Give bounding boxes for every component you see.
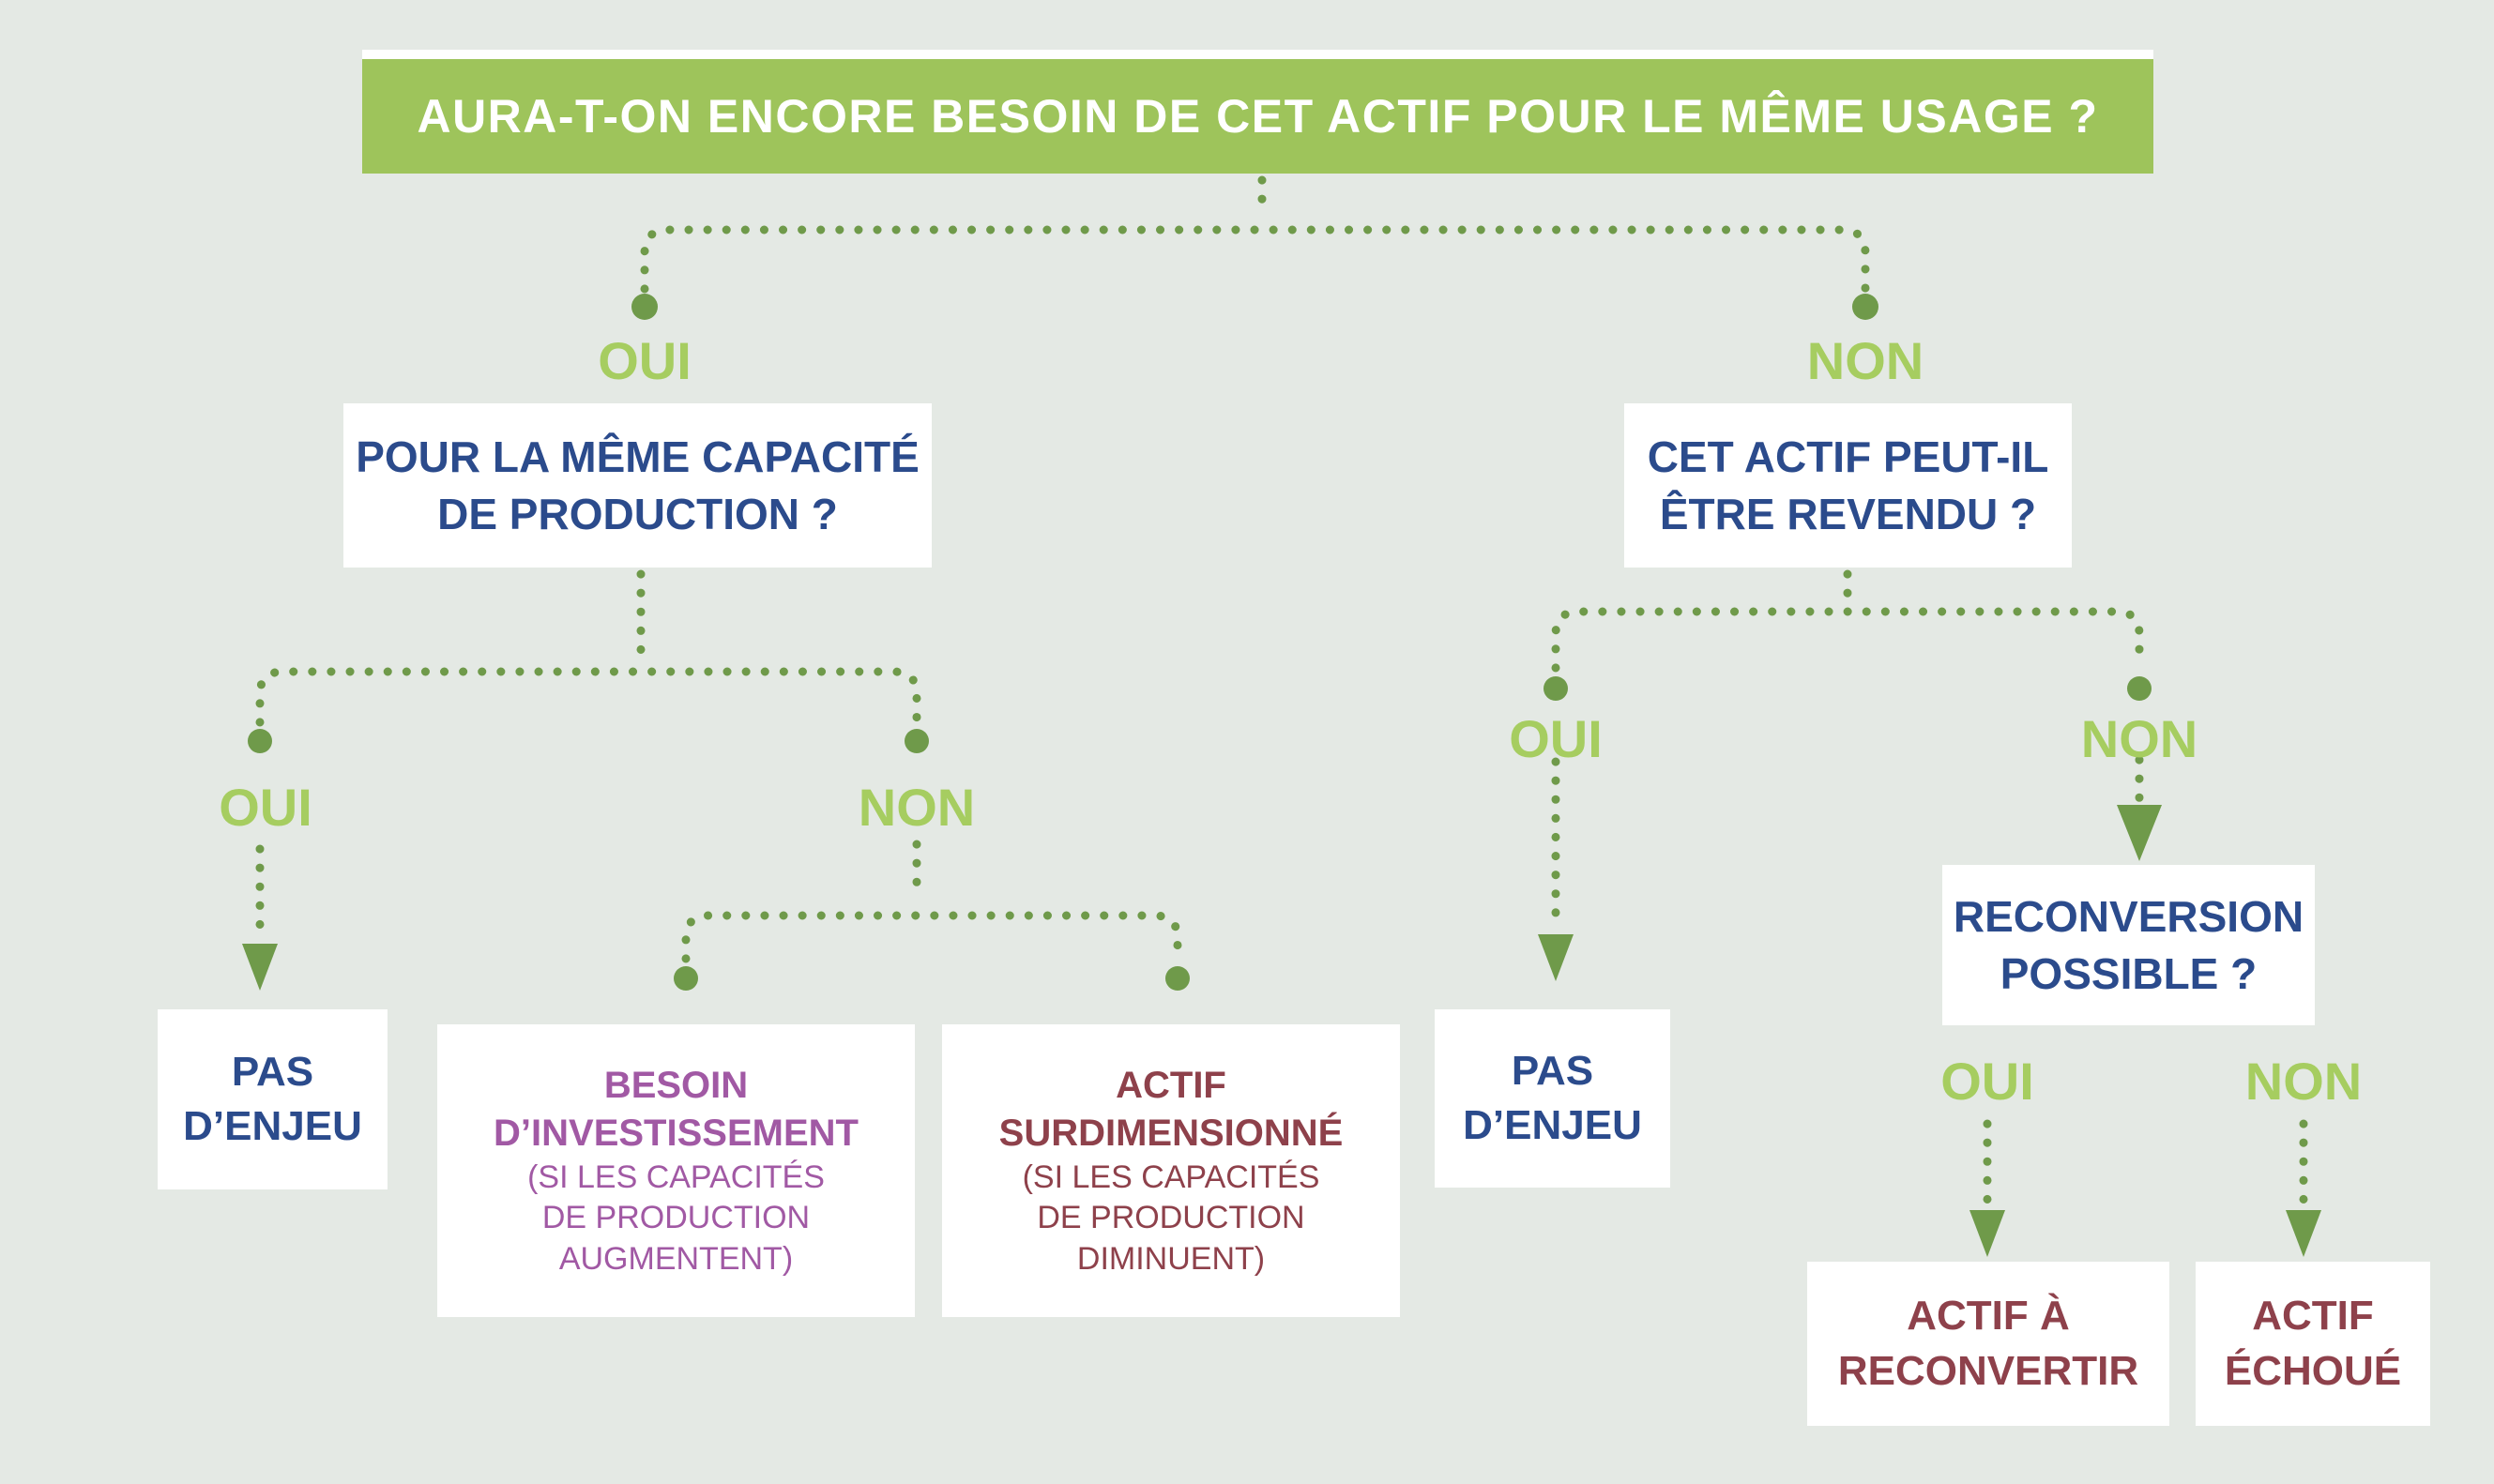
outcome-no-stake-right-line2: D’ENJEU xyxy=(1463,1102,1642,1148)
question-same-capacity-line1: POUR LA MÊME CAPACITÉ xyxy=(356,432,920,481)
bullet-resale-non xyxy=(2127,676,2152,701)
question-reconversion-line2: POSSIBLE ? xyxy=(2000,948,2258,998)
outcome-oversized-sub1: (SI LES CAPACITÉS xyxy=(1022,1158,1320,1195)
outcome-oversized-sub3: DIMINUENT) xyxy=(1076,1240,1266,1277)
outcome-stranded-line1: ACTIF xyxy=(2252,1293,2374,1340)
question-resale: CET ACTIF PEUT-IL ÊTRE REVENDU ? xyxy=(1624,403,2072,568)
outcome-investment-sub3: AUGMENTENT) xyxy=(558,1240,794,1277)
outcome-investment-title2: D’INVESTISSEMENT xyxy=(494,1112,859,1154)
connector-capacity-non-bracket xyxy=(681,911,1182,963)
outcome-no-stake-right-line1: PAS xyxy=(1511,1047,1594,1094)
bullet-investment xyxy=(674,966,698,991)
outcome-stranded-asset: ACTIF ÉCHOUÉ xyxy=(2196,1262,2430,1426)
outcome-oversized-asset: ACTIF SURDIMENSIONNÉ (SI LES CAPACITÉS D… xyxy=(942,1024,1400,1317)
bullet-resale-oui xyxy=(1544,676,1568,701)
bullet-capacity-oui xyxy=(248,729,272,753)
connector-level1-bracket xyxy=(640,225,1870,294)
question-same-capacity: POUR LA MÊME CAPACITÉ DE PRODUCTION ? xyxy=(343,403,932,568)
question-same-capacity-line2: DE PRODUCTION ? xyxy=(437,489,838,538)
branch-label-non-1: NON xyxy=(1806,331,1924,390)
arrowhead-reconv-oui xyxy=(1969,1210,2005,1257)
outcome-no-stake-left-line1: PAS xyxy=(231,1048,314,1095)
branch-label-non-4: NON xyxy=(2244,1052,2363,1111)
branch-label-oui-2: OUI xyxy=(219,778,312,837)
outcome-no-stake-left-line2: D’ENJEU xyxy=(183,1103,362,1149)
bullet-capacity-non xyxy=(905,729,929,753)
bullet-level1-non xyxy=(1852,294,1878,320)
question-reconversion-line1: RECONVERSION xyxy=(1953,891,2304,941)
outcome-investment-sub2: DE PRODUCTION xyxy=(541,1200,811,1236)
connector-resale-bracket xyxy=(1551,607,2144,673)
outcome-reconvert-line1: ACTIF À xyxy=(1907,1293,2070,1340)
branch-label-non-2: NON xyxy=(858,778,976,837)
banner-top-strip xyxy=(362,50,2153,59)
outcome-no-stake-right: PAS D’ENJEU xyxy=(1435,1009,1670,1188)
bullet-level1-oui xyxy=(631,294,658,320)
root-question-label: AURA-T-ON ENCORE BESOIN DE CET ACTIF POU… xyxy=(417,90,2099,143)
outcome-investment-need: BESOIN D’INVESTISSEMENT (SI LES CAPACITÉ… xyxy=(437,1024,915,1317)
question-resale-line2: ÊTRE REVENDU ? xyxy=(1659,489,2037,538)
outcome-no-stake-left: PAS D’ENJEU xyxy=(158,1009,388,1189)
outcome-oversized-title2: SURDIMENSIONNÉ xyxy=(998,1112,1344,1154)
question-resale-line1: CET ACTIF PEUT-IL xyxy=(1647,432,2049,481)
outcome-investment-sub1: (SI LES CAPACITÉS xyxy=(527,1158,825,1195)
bullet-oversized xyxy=(1165,966,1190,991)
outcome-investment-title1: BESOIN xyxy=(603,1064,749,1106)
connector-capacity-bracket xyxy=(255,667,921,727)
outcome-asset-to-reconvert: ACTIF À RECONVERTIR xyxy=(1807,1262,2169,1426)
outcome-stranded-line2: ÉCHOUÉ xyxy=(2224,1347,2402,1394)
outcome-oversized-title1: ACTIF xyxy=(1116,1064,1226,1106)
outcome-reconvert-line2: RECONVERTIR xyxy=(1837,1347,2139,1394)
question-reconversion: RECONVERSION POSSIBLE ? xyxy=(1942,865,2315,1025)
arrowhead-reconv-non xyxy=(2286,1210,2321,1257)
branch-label-non-3: NON xyxy=(2080,709,2198,768)
arrowhead-right-oui xyxy=(1538,934,1574,981)
outcome-oversized-sub2: DE PRODUCTION xyxy=(1037,1200,1305,1236)
branch-label-oui-1: OUI xyxy=(598,331,692,390)
arrowhead-left-oui xyxy=(242,944,278,991)
root-question-banner: AURA-T-ON ENCORE BESOIN DE CET ACTIF POU… xyxy=(362,59,2153,174)
branch-label-oui-4: OUI xyxy=(1940,1052,2034,1111)
branch-label-oui-3: OUI xyxy=(1509,709,1603,768)
arrowhead-right-non xyxy=(2117,805,2162,861)
